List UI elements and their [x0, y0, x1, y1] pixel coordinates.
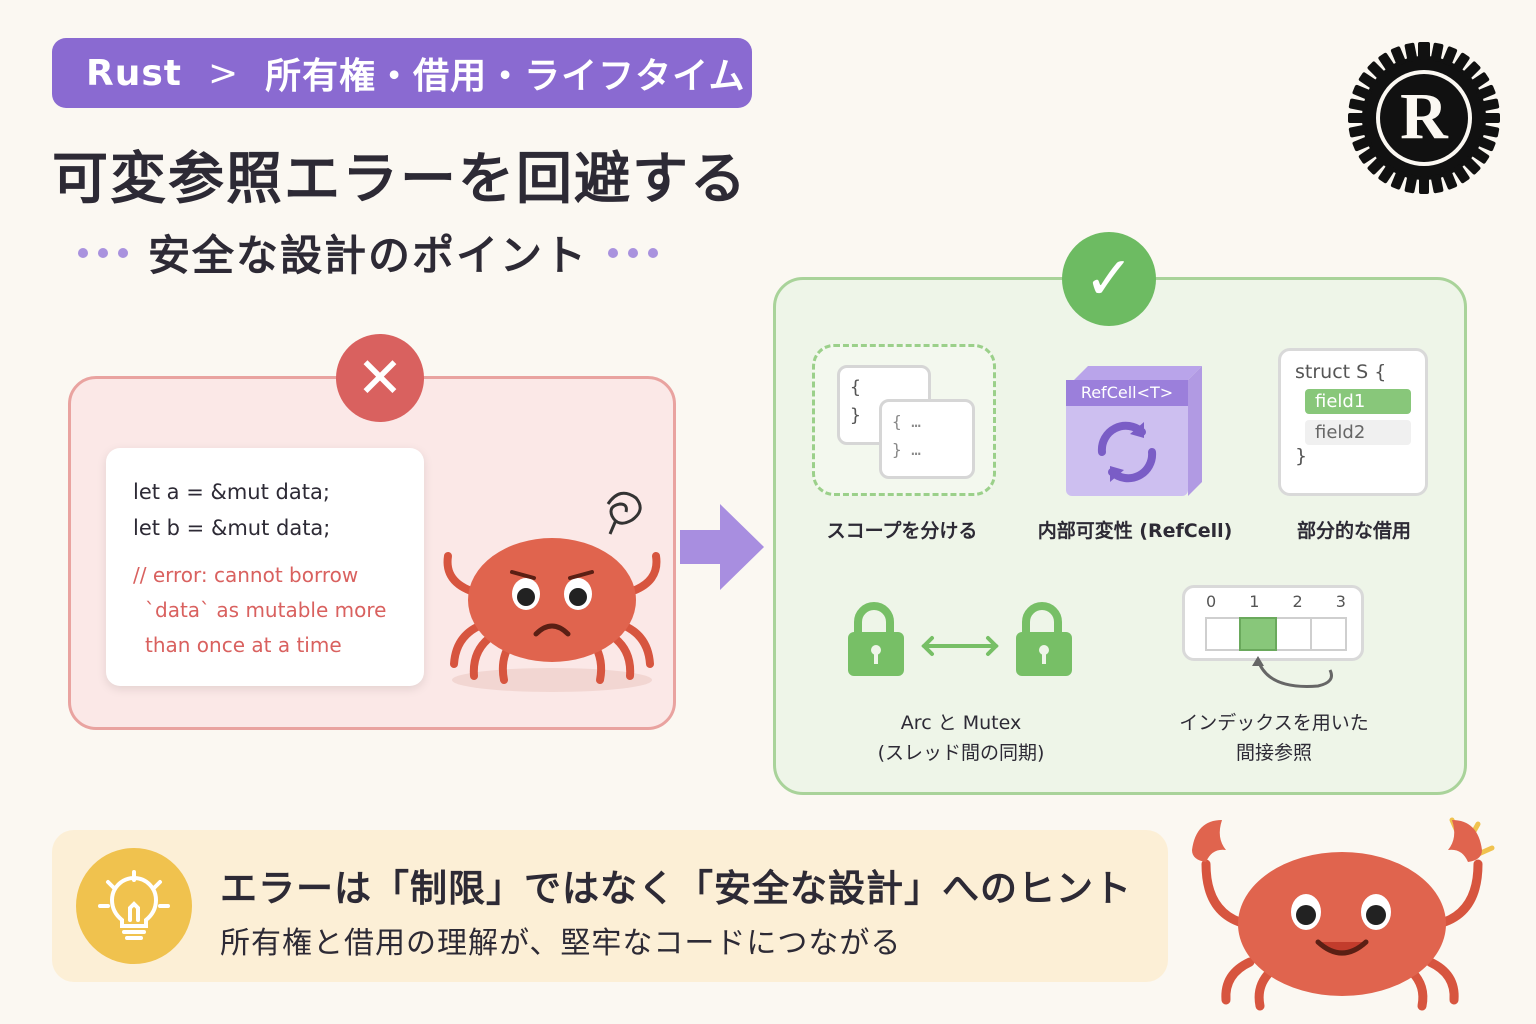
page-title: 可変参照エラーを回避する — [52, 147, 748, 212]
happy-crab-icon — [1192, 817, 1495, 1011]
index-label: 2 — [1292, 592, 1303, 611]
index-label: 3 — [1335, 592, 1346, 611]
cross-icon: ✕ — [336, 334, 424, 422]
refcell-cube-icon — [1066, 366, 1202, 496]
svg-text:R: R — [1400, 80, 1449, 153]
scope-code-line: { — [850, 377, 861, 398]
error-line: `data` as mutable more — [145, 598, 387, 622]
index-label: 0 — [1206, 592, 1217, 611]
hint-sub-text: 所有権と借用の理解が、堅牢なコードにつながる — [220, 926, 902, 961]
index-label: 1 — [1249, 592, 1260, 611]
hint-main-text: エラーは「制限」ではなく「安全な設計」へのヒント — [220, 867, 1132, 910]
error-code-card: let a = &mut data; let b = &mut data; //… — [106, 448, 424, 686]
dots-left-icon — [78, 247, 128, 258]
struct-fields-icon: struct S { field1 field2 } — [1278, 348, 1428, 496]
struct-field: field2 — [1305, 420, 1411, 445]
error-line: // error: cannot borrow — [133, 563, 359, 587]
check-icon: ✓ — [1062, 232, 1156, 326]
scope-label: スコープを分ける — [826, 520, 978, 542]
struct-field-highlighted: field1 — [1305, 389, 1411, 414]
breadcrumb-section[interactable]: 所有権・借用・ライフタイム — [265, 56, 746, 97]
index-cells-icon — [1205, 617, 1347, 688]
index-label-main: インデックスを用いた — [1179, 712, 1369, 734]
transition-arrow-icon — [680, 504, 764, 590]
struct-close: } — [1295, 445, 1308, 467]
dots-right-icon — [608, 247, 659, 258]
struct-header: struct S { — [1295, 361, 1387, 383]
scope-code-line: } — [850, 405, 861, 426]
refcell-cube-text: RefCell<T> — [1080, 383, 1174, 402]
partial-borrow-label: 部分的な借用 — [1296, 520, 1411, 542]
scope-blocks-icon: { } { … } … — [812, 344, 996, 496]
hint-bar — [52, 830, 1168, 982]
sad-crab-icon — [443, 491, 661, 692]
lock-pair-icon — [848, 602, 1072, 676]
breadcrumb-separator: > — [208, 52, 240, 94]
subtitle-row: 安全な設計のポイント — [78, 222, 659, 283]
page-subtitle: 安全な設計のポイント — [148, 231, 589, 280]
breadcrumb-root[interactable]: Rust — [86, 52, 182, 94]
index-label-sub: 間接参照 — [1235, 742, 1312, 764]
rust-logo-icon: R — [1348, 42, 1500, 194]
code-line: let a = &mut data; — [133, 480, 330, 504]
arc-mutex-sublabel: (スレッド間の同期) — [877, 742, 1045, 764]
lightbulb-icon — [76, 848, 192, 964]
code-line: let b = &mut data; — [133, 516, 331, 540]
breadcrumb: Rust > 所有権・借用・ライフタイム — [52, 38, 752, 108]
scope-code-line: { … — [892, 412, 921, 431]
arc-mutex-label: Arc と Mutex — [900, 712, 1022, 734]
error-line: than once at a time — [145, 633, 342, 657]
refcell-label: 内部可変性 (RefCell) — [1037, 520, 1233, 542]
index-labels: 0 1 2 3 — [1206, 592, 1346, 611]
scope-code-line: } … — [892, 440, 921, 459]
